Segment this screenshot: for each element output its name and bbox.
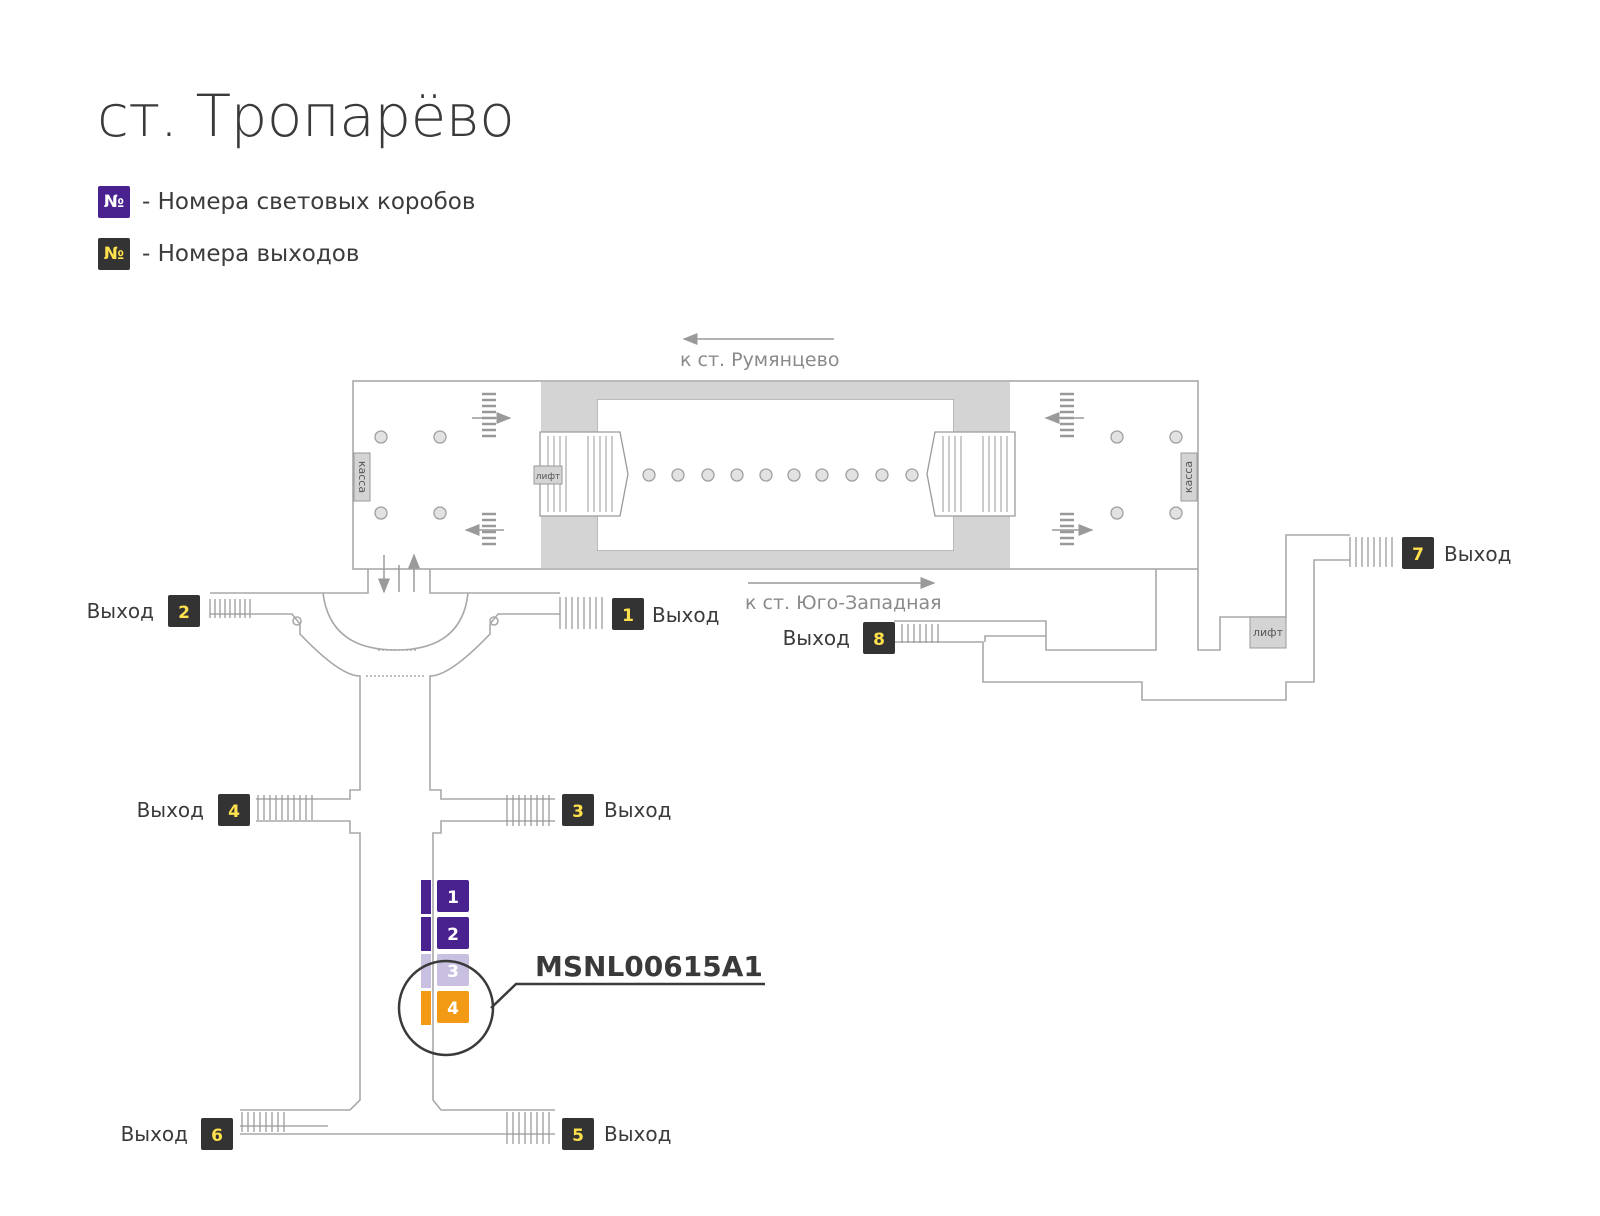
exit-marker-8: Выход 8	[783, 622, 895, 654]
stairs-exit1	[559, 597, 603, 629]
callout-leader	[490, 982, 765, 1009]
rotunda-arc	[322, 592, 469, 651]
exit-5-number: 5	[572, 1126, 584, 1146]
callout-circle	[397, 959, 495, 1057]
exit-5-label: Выход	[604, 1122, 671, 1146]
west-corridor-right	[429, 613, 560, 800]
hall-outline	[352, 380, 1199, 570]
legend-lightbox-numbers: № - Номера световых коробов	[98, 186, 475, 218]
exit-8-number: 8	[873, 630, 885, 650]
exit-4-number: 4	[228, 802, 240, 822]
exit-3-badge	[562, 794, 594, 826]
exit-markers: Выход 2 1 Выход Выход 4 3 Выход Выход 6 …	[87, 537, 1511, 1150]
cashier-right	[1180, 452, 1198, 502]
stairs-exit7	[1349, 537, 1393, 567]
exit-8-badge	[863, 622, 895, 654]
lightbox-2-badge[interactable]	[437, 917, 469, 949]
top-gallery	[597, 382, 954, 399]
exit-marker-3: 3 Выход	[562, 794, 671, 826]
exit-stairs	[209, 537, 1393, 1144]
exit-5-badge	[562, 1118, 594, 1150]
exit8-step	[984, 635, 1046, 642]
stairs-exit8	[901, 624, 939, 643]
tunnel-outlines	[210, 380, 1350, 1135]
exit-1-badge	[612, 598, 644, 630]
exit-marker-1: 1 Выход	[612, 598, 719, 630]
exit-1-label: Выход	[652, 603, 719, 627]
cashier-left	[353, 452, 371, 502]
exit-6-number: 6	[211, 1126, 223, 1146]
exit-2-label: Выход	[87, 599, 154, 623]
lightbox-4-number: 4	[447, 999, 459, 1019]
exit-marker-5: 5 Выход	[562, 1118, 671, 1150]
exit-8-label: Выход	[783, 626, 850, 650]
exit-4-badge	[218, 794, 250, 826]
exit-7-label: Выход	[1444, 542, 1511, 566]
lightbox-1-badge[interactable]	[437, 880, 469, 912]
east-corridor-upper	[894, 569, 1157, 651]
callout: MSNL00615A1	[397, 950, 765, 1057]
elevator-platform-label: лифт	[536, 472, 561, 482]
escalators	[539, 431, 1016, 517]
pillar-dot	[292, 616, 302, 626]
elevator-exit7	[1249, 616, 1287, 649]
lightbox-3-number: 3	[447, 962, 459, 982]
elevator-platform	[533, 465, 563, 485]
direction-north-label: к ст. Румянцево	[680, 349, 839, 371]
exit-marker-7: 7 Выход	[1402, 537, 1511, 569]
exit-3-label: Выход	[604, 798, 671, 822]
exit-3-number: 3	[572, 802, 584, 822]
legend-exit-numbers: № - Номера выходов	[98, 238, 359, 270]
lightbox-4-strip	[421, 991, 431, 1025]
exit-marker-2: Выход 2	[87, 595, 200, 627]
legend-lightbox-text: - Номера световых коробов	[142, 189, 476, 215]
pillar-dot	[489, 616, 499, 626]
stairs-exit5	[506, 1112, 550, 1144]
exit-2-number: 2	[178, 603, 190, 623]
exit-2-badge	[168, 595, 200, 627]
legend-lightbox-swatch: №	[98, 186, 130, 218]
west-corridor-left	[210, 613, 361, 800]
page-title: ст. Тропарёво	[97, 82, 515, 150]
exit7-corridor	[1197, 534, 1350, 651]
escalator-steps	[547, 436, 1008, 512]
direction-south-label: к ст. Юго-Западная	[745, 592, 942, 614]
stairs-exit6	[241, 1112, 285, 1132]
right-escalator	[926, 431, 1016, 517]
lightboxes: 1 2 3 4	[421, 880, 469, 1025]
cashier-left-label: касса	[356, 461, 369, 493]
legend-exit-text: - Номера выходов	[142, 241, 360, 267]
exit-7-number: 7	[1412, 545, 1424, 565]
lightbox-4-badge[interactable]	[437, 991, 469, 1023]
exit-1-number: 1	[622, 606, 634, 626]
exit-6-label: Выход	[121, 1122, 188, 1146]
stairs-exit2	[209, 599, 251, 618]
elevator-exit7-label: лифт	[1253, 626, 1284, 639]
cashier-right-label: касса	[1182, 461, 1195, 493]
legend-exit-swatch: №	[98, 238, 130, 270]
exit-7-badge	[1402, 537, 1434, 569]
south-corridor-left	[240, 820, 361, 1111]
lightbox-3-strip	[421, 954, 431, 988]
lightbox-2-strip	[421, 917, 431, 951]
exit-marker-4: Выход 4	[137, 794, 250, 826]
south-corridor-right	[432, 820, 555, 1111]
exit-4-label: Выход	[137, 798, 204, 822]
stairs-exit4	[257, 795, 313, 820]
west-corridor-top	[210, 569, 560, 594]
lightbox-2-number: 2	[447, 925, 459, 945]
lightbox-1-strip	[421, 880, 431, 914]
columns	[374, 430, 1183, 520]
exit-6-badge	[201, 1118, 233, 1150]
callout-code: MSNL00615A1	[535, 950, 763, 983]
bottom-gallery	[597, 551, 954, 568]
stairs-exit3	[506, 795, 550, 826]
exit-marker-6: Выход 6	[121, 1118, 233, 1150]
lightbox-1-number: 1	[447, 888, 459, 908]
east-corridor-lower	[894, 559, 1350, 701]
flow-arrows	[378, 333, 1094, 594]
